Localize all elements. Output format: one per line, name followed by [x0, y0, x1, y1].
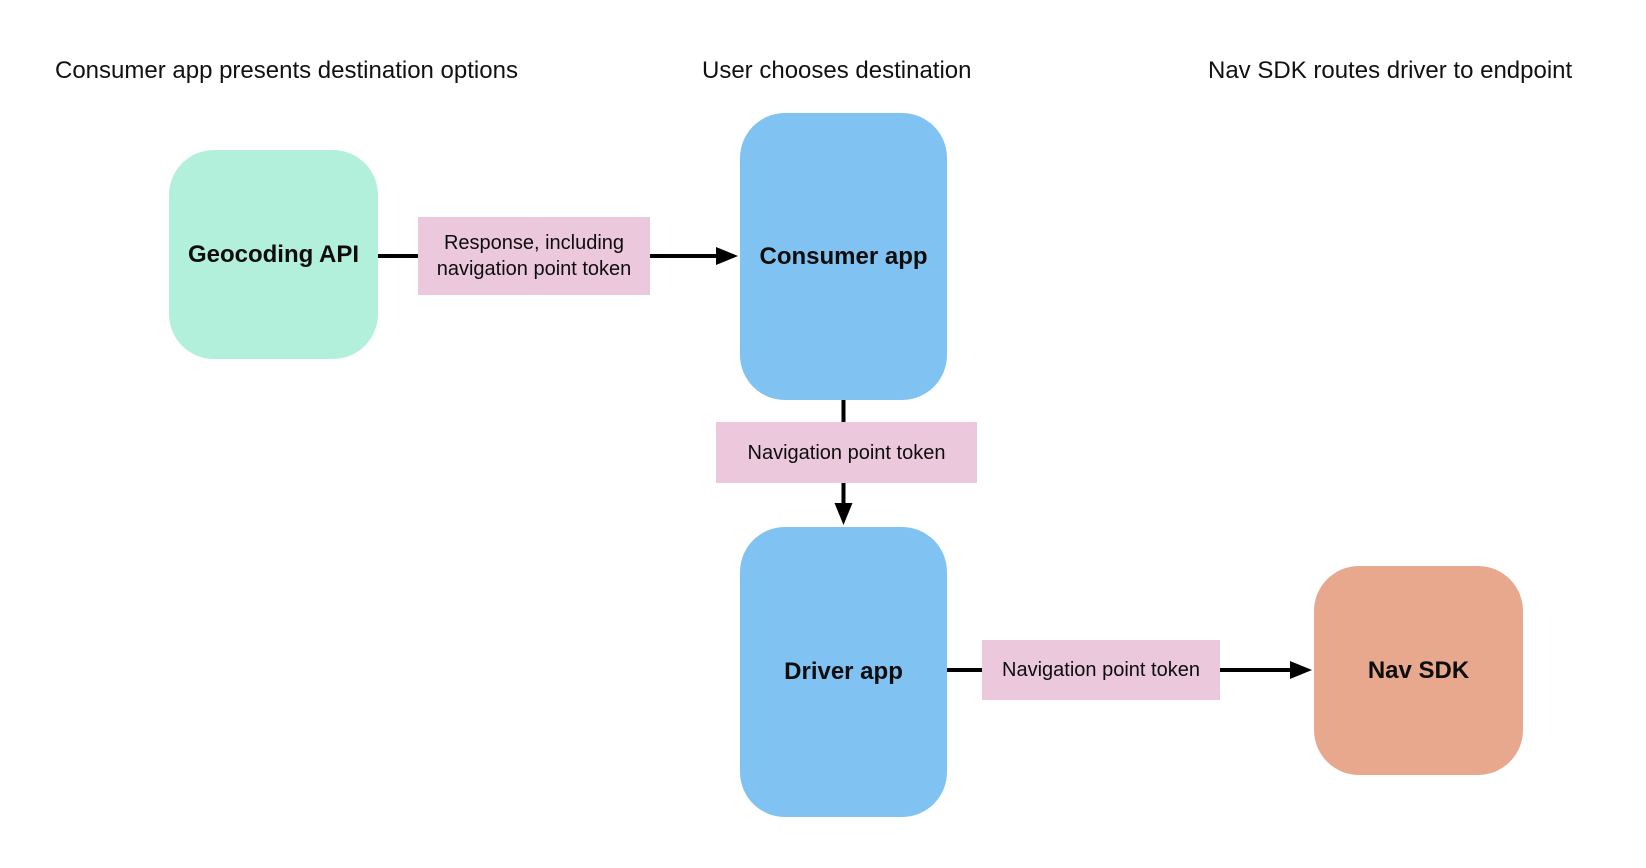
edge-label-response-including-token: Response, including navigation point tok… [418, 217, 650, 295]
edge-label-navigation-point-token-1: Navigation point token [716, 422, 977, 483]
node-geocoding-api: Geocoding API [169, 150, 378, 359]
column-header-user-chooses: User chooses destination [702, 57, 972, 84]
node-driver-app-label: Driver app [784, 658, 903, 685]
node-driver-app: Driver app [740, 527, 947, 817]
node-consumer-app: Consumer app [740, 113, 947, 400]
node-nav-sdk: Nav SDK [1314, 566, 1523, 775]
column-header-consumer-presents: Consumer app presents destination option… [55, 57, 518, 84]
node-consumer-app-label: Consumer app [759, 242, 928, 270]
column-header-nav-sdk-routes: Nav SDK routes driver to endpoint [1208, 57, 1573, 84]
node-nav-sdk-label: Nav SDK [1367, 656, 1470, 684]
node-geocoding-api-label: Geocoding API [187, 240, 360, 268]
edge-label-navigation-point-token-2: Navigation point token [982, 640, 1220, 700]
